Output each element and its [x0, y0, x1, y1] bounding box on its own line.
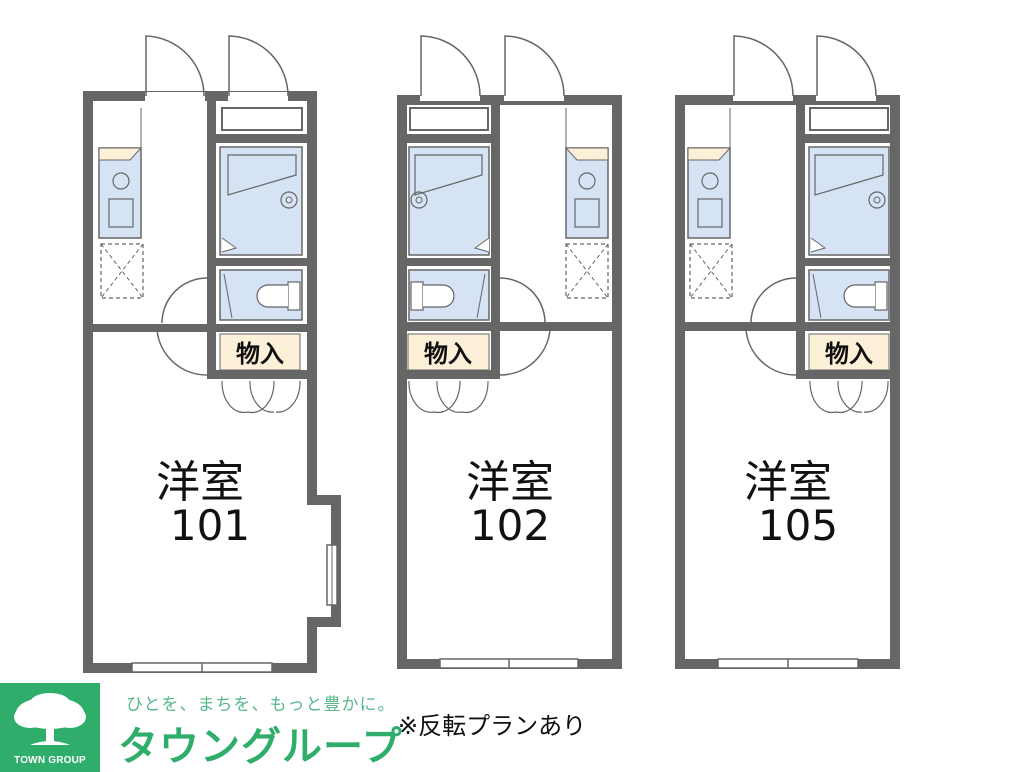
town-group-logo: TOWN GROUP: [0, 683, 100, 772]
unit-102-bath: [408, 146, 490, 256]
unit-102-entrance-door: [420, 35, 481, 97]
unit-101-entrance-door: [145, 35, 205, 97]
unit-101-storage-label: 物入: [236, 340, 284, 368]
reverse-plan-note: ※反転プランあり: [398, 712, 587, 740]
brand-name: タウングループ: [118, 724, 403, 770]
unit-105-room-number: 105: [758, 501, 838, 550]
unit-101-room-number: 101: [170, 501, 250, 550]
unit-102-kitchen-sink: [565, 147, 609, 239]
unit-102-room-label: 洋室: [466, 457, 554, 508]
unit-105-room-label: 洋室: [744, 457, 832, 508]
unit-101-room-label: 洋室: [156, 457, 244, 508]
unit-105-entrance-door-2: [816, 35, 877, 97]
unit-102-toilet: [408, 269, 490, 321]
slogan: ひとを、まちを、もっと豊かに。: [126, 695, 396, 715]
unit-105: 物入 洋室 105: [675, 35, 900, 669]
unit-101-bath: [219, 146, 303, 256]
tree-icon: [14, 693, 86, 745]
unit-101-kitchen-sink: [98, 147, 142, 239]
unit-102-entrance-door-2: [504, 35, 565, 97]
unit-101-entrance-door-2: [228, 35, 289, 97]
unit-105-storage: [808, 333, 890, 371]
unit-102-storage-label: 物入: [424, 340, 472, 368]
unit-105-kitchen-sink: [687, 147, 731, 239]
unit-105-storage-label: 物入: [825, 340, 873, 368]
logo-caption: TOWN GROUP: [14, 755, 86, 766]
unit-105-bath: [808, 146, 890, 256]
unit-101-storage: [219, 333, 301, 371]
unit-102-room-number: 102: [470, 501, 550, 550]
unit-102-storage: [407, 333, 490, 371]
unit-101: 物入 洋室 101: [83, 35, 341, 673]
unit-105-entrance-door: [733, 35, 794, 97]
unit-102: 物入 洋室 102: [397, 35, 622, 669]
floor-plan: 物入 洋室 101: [83, 35, 900, 673]
